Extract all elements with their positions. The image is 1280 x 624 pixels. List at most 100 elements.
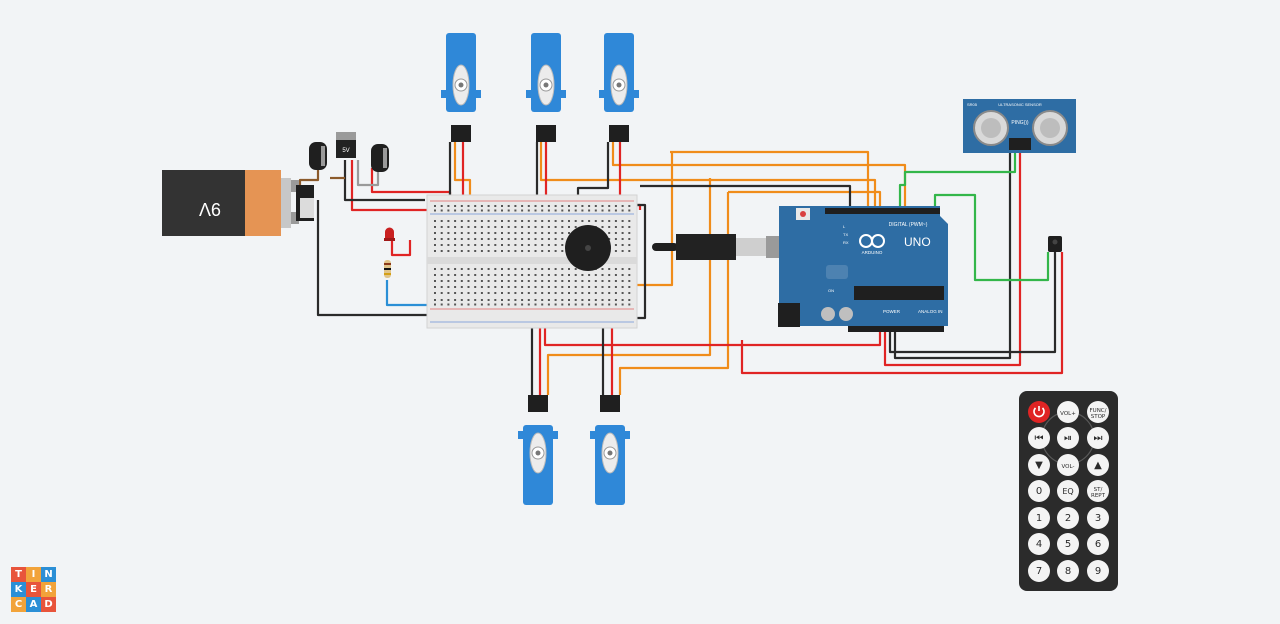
wire-red[interactable] — [883, 150, 1022, 367]
arduino-on-label: ON — [828, 288, 834, 293]
servo-motor[interactable] — [599, 33, 639, 142]
red-led[interactable] — [384, 227, 395, 242]
ultrasonic-sensor[interactable]: ULTRASONIC SENSOR PING))) SR05 — [963, 99, 1076, 153]
servo-connector[interactable] — [609, 125, 629, 142]
battery-terminal-minus — [291, 212, 299, 224]
remote-button-label: EQ — [1062, 487, 1073, 496]
battery-snap[interactable] — [296, 185, 314, 221]
wire-black[interactable] — [893, 150, 1012, 360]
remote-button-label: 9 — [1095, 566, 1101, 577]
remote-button-label: STOP — [1091, 414, 1106, 420]
servo-motor[interactable] — [441, 33, 481, 142]
digit-1-button[interactable]: 1 — [1028, 507, 1050, 529]
wire-black[interactable] — [888, 252, 1057, 354]
battery-cap — [281, 178, 291, 228]
digit-8-button[interactable]: 8 — [1057, 560, 1079, 582]
remote-button-label: 8 — [1065, 566, 1071, 577]
servo-motor[interactable] — [518, 395, 558, 505]
servo-connector[interactable] — [451, 125, 471, 142]
remote-button-label: 6 — [1095, 539, 1101, 550]
servo-connector[interactable] — [600, 395, 620, 412]
arduino-l-label: L — [843, 224, 846, 229]
remote-button-label: 7 — [1036, 566, 1042, 577]
arduino-model: UNO — [904, 235, 931, 249]
digit-6-button[interactable]: 6 — [1087, 533, 1109, 555]
remote-button-label: REPT — [1091, 493, 1106, 499]
wire-red[interactable] — [543, 325, 882, 347]
wire-orange[interactable] — [546, 178, 712, 395]
wire-green[interactable] — [933, 193, 1050, 282]
wire-green[interactable] — [898, 150, 1017, 210]
vol-up-button[interactable]: VOL+ — [1057, 401, 1079, 423]
power-icon — [1033, 407, 1045, 418]
wire-orange[interactable] — [728, 190, 882, 210]
logo-letter: E — [26, 582, 41, 597]
wire-red[interactable] — [390, 240, 412, 257]
func-stop-button[interactable]: FUNC/STOP — [1087, 401, 1109, 423]
ir-receiver[interactable] — [1048, 236, 1062, 252]
battery-label: 9V — [199, 199, 221, 219]
voltage-regulator[interactable]: 5V — [336, 132, 356, 158]
remote-button-label: VOL+ — [1060, 411, 1076, 417]
wire-red[interactable] — [350, 160, 440, 212]
servo-connector[interactable] — [536, 125, 556, 142]
arduino-brand: ARDUINO — [862, 250, 883, 255]
vol-down-button[interactable]: VOL- — [1057, 454, 1079, 476]
digit-2-button[interactable]: 2 — [1057, 507, 1079, 529]
remote-button-label: FUNC/ — [1090, 408, 1107, 414]
wire-gray[interactable] — [356, 160, 380, 187]
play-pause-button[interactable]: ⏯ — [1057, 427, 1079, 449]
arduino-rx-label: RX — [843, 240, 849, 245]
servo-motor[interactable] — [526, 33, 566, 142]
regulator-label: 5V — [342, 148, 349, 154]
digit-0-button[interactable]: 0 — [1028, 480, 1050, 502]
piezo-buzzer[interactable] — [565, 225, 611, 271]
battery-body — [162, 170, 250, 236]
digit-7-button[interactable]: 7 — [1028, 560, 1050, 582]
wire-orange[interactable] — [618, 192, 730, 395]
arduino-uno-board[interactable]: DIGITAL (PWM~) UNO ARDUINO TX RX L ON PO… — [778, 206, 948, 332]
power-button[interactable] — [1028, 401, 1050, 423]
digit-5-button[interactable]: 5 — [1057, 533, 1079, 555]
wire-orange[interactable] — [611, 142, 907, 210]
remote-button-label: 2 — [1065, 513, 1071, 524]
wire-black[interactable] — [316, 200, 440, 317]
capacitor-1[interactable] — [309, 142, 327, 170]
wire-orange[interactable] — [539, 142, 877, 210]
next-button[interactable]: ⏭ — [1087, 427, 1109, 449]
logo-letter: R — [41, 582, 56, 597]
logo-letter: N — [41, 567, 56, 582]
resistor[interactable] — [384, 260, 391, 278]
digit-4-button[interactable]: 4 — [1028, 533, 1050, 555]
remote-button-label: ▼ — [1035, 460, 1043, 471]
remote-button-label: ⏮ — [1035, 433, 1044, 444]
digit-3-button[interactable]: 3 — [1087, 507, 1109, 529]
wire-black[interactable] — [640, 184, 852, 210]
logo-letter: T — [11, 567, 26, 582]
prev-button[interactable]: ⏮ — [1028, 427, 1050, 449]
up-button[interactable]: ▲ — [1087, 454, 1109, 476]
remote-button-label: VOL- — [1062, 464, 1075, 470]
capacitor-2[interactable] — [371, 144, 389, 172]
wire-black[interactable] — [343, 160, 425, 202]
down-button[interactable]: ▼ — [1028, 454, 1050, 476]
servo-motor[interactable] — [590, 395, 630, 505]
logo-letter: D — [41, 597, 56, 612]
battery-9v[interactable]: 9V — [162, 170, 299, 236]
digit-9-button[interactable]: 9 — [1087, 560, 1109, 582]
logo-letter: A — [26, 597, 41, 612]
wire-orange[interactable] — [670, 150, 870, 210]
remote-button-label: ▲ — [1094, 460, 1102, 471]
servo-connector[interactable] — [528, 395, 548, 412]
wire-red[interactable] — [740, 252, 1064, 375]
eq-button[interactable]: EQ — [1057, 480, 1079, 502]
logo-letter: C — [11, 597, 26, 612]
servo-motors — [441, 33, 639, 505]
usb-cable[interactable] — [652, 234, 790, 260]
st-rept-button[interactable]: ST/REPT — [1087, 480, 1109, 502]
ultrasonic-model: PING))) — [1011, 120, 1029, 126]
